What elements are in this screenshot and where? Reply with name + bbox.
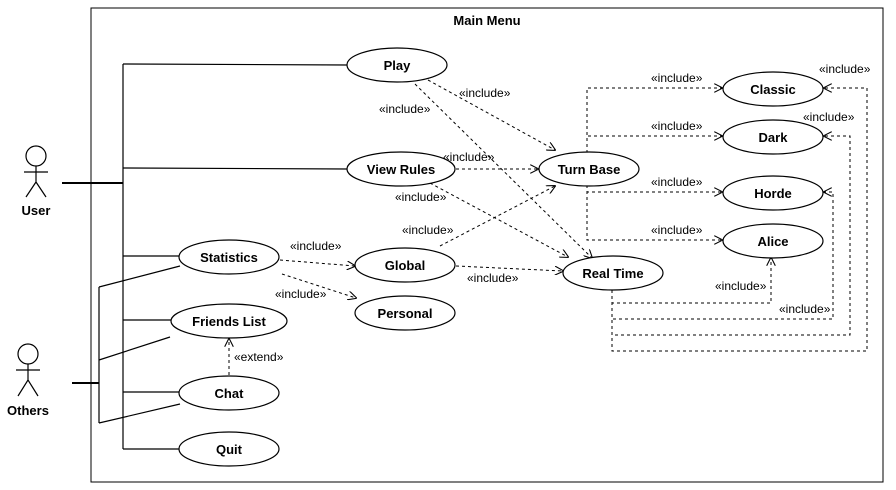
use-case-dark-label: Dark (759, 130, 789, 145)
label-include-real-time-horde: «include» (779, 302, 831, 316)
relation-labels: «include» «include» «include» «include» … (234, 62, 871, 364)
actor-others[interactable]: Others (7, 343, 49, 418)
use-case-real-time-shape[interactable] (562, 255, 664, 291)
assoc-play (122, 63, 349, 66)
use-case-dark[interactable]: Dark (722, 119, 824, 155)
actor-user-label: User (22, 203, 51, 218)
use-case-personal[interactable]: Personal (354, 295, 456, 331)
use-case-global-shape[interactable] (354, 247, 456, 283)
use-case-turn-base[interactable]: Turn Base (538, 151, 640, 187)
use-case-friends-list-label: Friends List (192, 314, 266, 329)
label-include-turn-base-dark: «include» (651, 119, 703, 133)
use-case-personal-shape[interactable] (354, 295, 456, 331)
label-include-play-real-time: «include» (379, 102, 431, 116)
label-include-play-turn-base: «include» (459, 86, 511, 100)
use-case-classic-shape[interactable] (722, 71, 824, 107)
use-case-statistics-label: Statistics (200, 250, 258, 265)
use-case-chat-shape[interactable] (178, 375, 280, 411)
others-assoc-friends-list (98, 336, 171, 361)
include-view-rules-real-time (429, 182, 568, 257)
use-case-global-label: Global (385, 258, 425, 273)
label-include-turn-base-classic: «include» (651, 71, 703, 85)
use-case-global[interactable]: Global (354, 247, 456, 283)
use-case-classic[interactable]: Classic (722, 71, 824, 107)
use-case-view-rules-shape[interactable] (346, 151, 456, 187)
include-play-turn-base (427, 79, 555, 150)
use-case-horde[interactable]: Horde (722, 175, 824, 211)
use-case-view-rules-label: View Rules (367, 162, 435, 177)
label-include-turn-base-alice: «include» (651, 223, 703, 237)
use-case-real-time[interactable]: Real Time (562, 255, 664, 291)
use-case-statistics[interactable]: Statistics (178, 239, 280, 275)
use-case-friends-list-shape[interactable] (170, 303, 288, 339)
assoc-view-rules (122, 167, 349, 170)
use-case-personal-label: Personal (378, 306, 433, 321)
include-play-real-time (414, 83, 592, 258)
include-statistics-global (279, 259, 355, 266)
use-case-alice-shape[interactable] (722, 223, 824, 259)
use-case-turn-base-label: Turn Base (558, 162, 621, 177)
use-case-classic-label: Classic (750, 82, 796, 97)
label-include-real-time-classic: «include» (819, 62, 871, 76)
actor-user[interactable]: User (22, 145, 51, 218)
use-case-quit[interactable]: Quit (178, 431, 280, 467)
use-case-horde-label: Horde (754, 186, 792, 201)
use-case-friends-list[interactable]: Friends List (170, 303, 288, 339)
others-assoc-statistics (98, 265, 181, 288)
label-include-view-rules-turn-base: «include» (443, 150, 495, 164)
use-case-statistics-shape[interactable] (178, 239, 280, 275)
use-case-turn-base-shape[interactable] (538, 151, 640, 187)
use-case-chat[interactable]: Chat (178, 375, 280, 411)
use-case-alice-label: Alice (757, 234, 788, 249)
label-include-global-real-time: «include» (467, 271, 519, 285)
include-turn-base-alice (586, 185, 722, 240)
use-cases: Play View Rules Statistics Friends List … (170, 47, 824, 467)
use-case-play-label: Play (384, 58, 412, 73)
include-global-turn-base (439, 186, 555, 247)
actor-others-label: Others (7, 403, 49, 418)
dependencies (229, 79, 868, 375)
use-case-view-rules[interactable]: View Rules (346, 151, 456, 187)
label-include-statistics-global: «include» (290, 239, 342, 253)
use-case-quit-shape[interactable] (178, 431, 280, 467)
associations (62, 63, 349, 450)
use-case-chat-label: Chat (215, 386, 245, 401)
use-case-real-time-label: Real Time (582, 266, 643, 281)
others-assoc-chat (98, 403, 181, 424)
use-case-dark-shape[interactable] (722, 119, 824, 155)
use-case-alice[interactable]: Alice (722, 223, 824, 259)
label-include-global-turn-base: «include» (402, 223, 454, 237)
label-include-real-time-alice: «include» (715, 279, 767, 293)
label-include-turn-base-horde: «include» (651, 175, 703, 189)
label-extend-chat-friends-list: «extend» (234, 350, 284, 364)
actor-others-icon (16, 343, 40, 397)
include-statistics-personal (281, 273, 356, 298)
use-case-quit-label: Quit (216, 442, 243, 457)
actor-user-icon (24, 145, 48, 198)
use-case-play-shape[interactable] (346, 47, 448, 83)
system-title: Main Menu (453, 13, 520, 28)
label-include-statistics-personal: «include» (275, 287, 327, 301)
use-case-horde-shape[interactable] (722, 175, 824, 211)
label-include-real-time-dark: «include» (803, 110, 855, 124)
use-case-play[interactable]: Play (346, 47, 448, 83)
label-include-view-rules-real-time: «include» (395, 190, 447, 204)
